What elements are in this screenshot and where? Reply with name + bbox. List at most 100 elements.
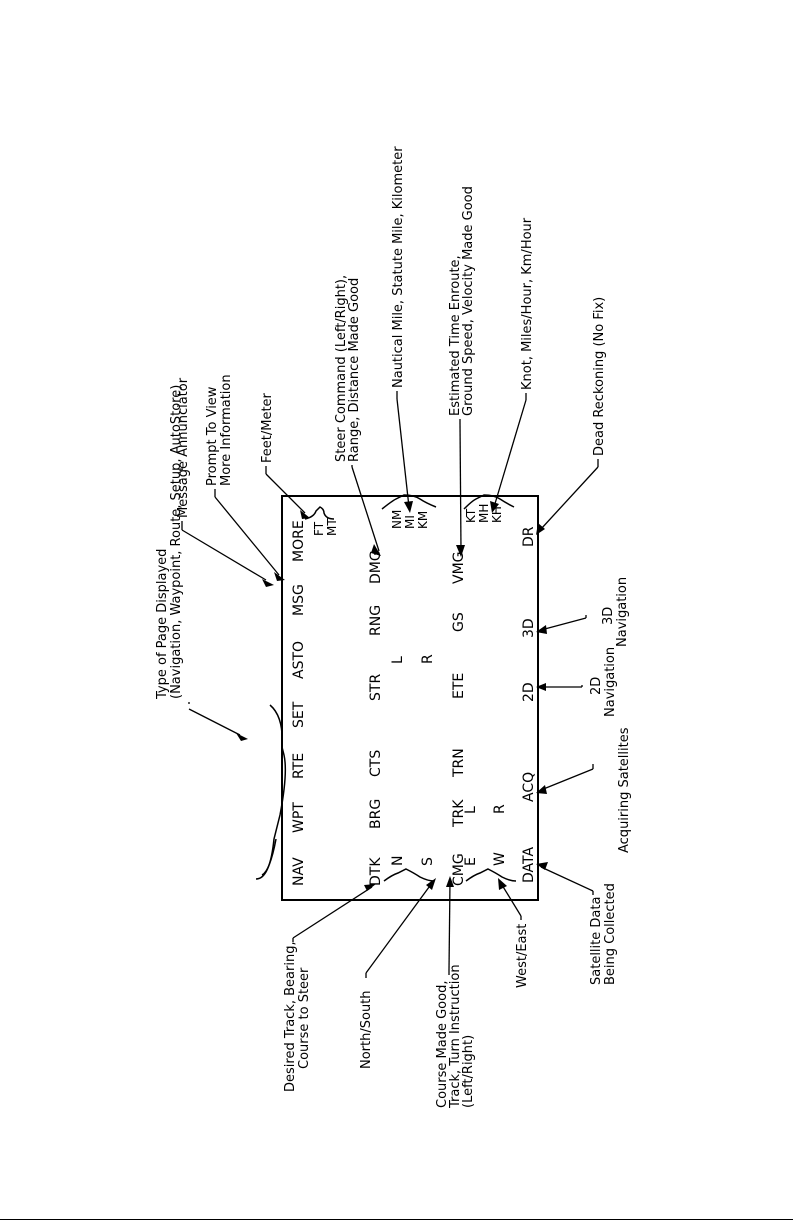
display-acq: ACQ	[521, 772, 537, 802]
arrow-north-south	[426, 878, 436, 890]
label-page-type-1: Type of Page Displayed	[155, 549, 170, 700]
display-kt: KT	[464, 508, 478, 523]
label-3d-2: Navigation	[615, 577, 630, 647]
arrow-prompt	[274, 572, 285, 581]
leader-message	[181, 529, 267, 581]
label-north-south: North/South	[359, 990, 374, 1069]
display-nav: NAV	[291, 857, 307, 886]
brace-knot	[463, 494, 515, 510]
arrow-steer	[371, 544, 381, 556]
leader-cmg	[448, 880, 451, 971]
label-satdata-1: Satellite Data	[589, 897, 604, 985]
display-s: S	[420, 857, 436, 866]
display-gs: GS	[451, 612, 467, 632]
label-knot: Knot, Miles/Hour, Km/Hour	[520, 217, 535, 390]
display-cmg: CMG	[451, 853, 467, 886]
arrow-satdata	[536, 862, 548, 870]
arrow-3d	[536, 625, 547, 634]
display-ete: ETE	[451, 673, 467, 699]
label-2d-2: Navigation	[603, 647, 618, 717]
leader-dead	[540, 466, 599, 530]
display-trn: TRN	[451, 748, 467, 778]
label-ete-1: Estimated Time Enroute,	[448, 255, 463, 416]
display-brg: BRG	[368, 799, 384, 829]
label-cmg-1: Course Made Good,	[435, 981, 450, 1108]
display-wpt: WPT	[291, 802, 307, 833]
leader-steer	[351, 466, 380, 552]
display-km: KM	[416, 511, 430, 529]
bottom-rule	[0, 1219, 793, 1220]
display-rte: RTE	[291, 753, 307, 779]
display-diagram: NAV WPT RTE SET ASTO MSG MORE FT MT DTK …	[155, 146, 632, 1109]
arrow-nautical	[404, 501, 413, 513]
display-more: MORE	[291, 520, 307, 562]
leader-feet	[265, 473, 306, 514]
display-msg: MSG	[291, 584, 307, 616]
arrow-acq	[536, 785, 547, 794]
label-2d-1: 2D	[589, 677, 604, 695]
arrow-ete	[456, 545, 465, 557]
brace-page-type-2	[261, 838, 277, 876]
display-e: E	[463, 857, 479, 866]
arrow-page-type	[236, 733, 248, 741]
label-dead: Dead Reckoning (No Fix)	[592, 297, 607, 456]
brace-north-south	[383, 868, 435, 882]
brace-feet	[304, 506, 335, 520]
arrow-cmg	[446, 876, 454, 887]
label-page-type-2: (Navigation, Waypoint, Route, Setup, Aut…	[169, 385, 184, 699]
leader-north-south	[365, 882, 433, 974]
label-dtk-2: Course to Steer	[297, 967, 312, 1069]
leader-page-type	[188, 708, 241, 736]
leader-3d	[540, 617, 587, 631]
display-str-l: L	[390, 656, 406, 664]
label-dtk-1: Desired Track, Bearing,	[283, 941, 298, 1092]
label-steer-1: Steer Command (Left/Right),	[334, 275, 349, 462]
display-mt: MT	[325, 518, 339, 536]
leader-west-east	[501, 884, 522, 917]
display-rng: RNG	[368, 605, 384, 636]
label-ete-2: Ground Speed, Velocity Made Good	[461, 186, 476, 416]
label-nautical: Nautical Mile, Statute Mile, Kilometer	[391, 146, 406, 388]
display-n: N	[390, 856, 406, 866]
display-trk-r: R	[492, 804, 508, 814]
leader-knot	[493, 399, 527, 508]
display-mi: MI	[403, 515, 417, 529]
display-vmg: VMG	[451, 551, 467, 584]
leader-ete	[459, 422, 462, 552]
display-ft: FT	[312, 521, 326, 536]
label-acq: Acquiring Satellites	[617, 727, 632, 853]
arrow-2d	[536, 683, 546, 691]
display-mh: MH	[477, 504, 491, 523]
display-data: DATA	[521, 847, 537, 883]
arrow-message	[262, 579, 274, 587]
display-dmg: DMG	[368, 550, 384, 584]
label-steer-2: Range, Distance Made Good	[347, 278, 362, 462]
display-str-r: R	[420, 654, 436, 664]
label-message: Message Annunciator	[176, 377, 191, 518]
brace-page-type	[255, 704, 287, 880]
brace-nautical	[381, 494, 437, 510]
leader-nautical	[396, 398, 410, 508]
label-west-east: West/East	[515, 924, 530, 988]
display-cts: CTS	[368, 750, 384, 777]
arrow-knot	[490, 501, 499, 513]
label-cmg-3: (Left/Right)	[461, 1035, 476, 1108]
display-str: STR	[368, 674, 384, 701]
display-trk: TRK	[451, 799, 467, 828]
label-prompt-1: Prompt To View	[205, 386, 220, 486]
label-satdata-2: Being Collected	[603, 883, 618, 985]
leader-acq	[540, 768, 594, 791]
display-trk-l: L	[463, 806, 479, 814]
label-prompt-2: More Information	[219, 374, 234, 486]
brace-west-east	[465, 868, 517, 882]
leader-satdata	[540, 866, 594, 892]
leader-prompt	[214, 496, 280, 576]
leader-dtk	[292, 886, 373, 939]
arrow-dead	[536, 523, 545, 535]
display-dr: DR	[521, 526, 537, 547]
label-3d-1: 3D	[601, 607, 616, 625]
display-asto: ASTO	[291, 641, 307, 679]
display-2d: 2D	[521, 682, 537, 702]
display-dtk: DTK	[368, 857, 384, 886]
